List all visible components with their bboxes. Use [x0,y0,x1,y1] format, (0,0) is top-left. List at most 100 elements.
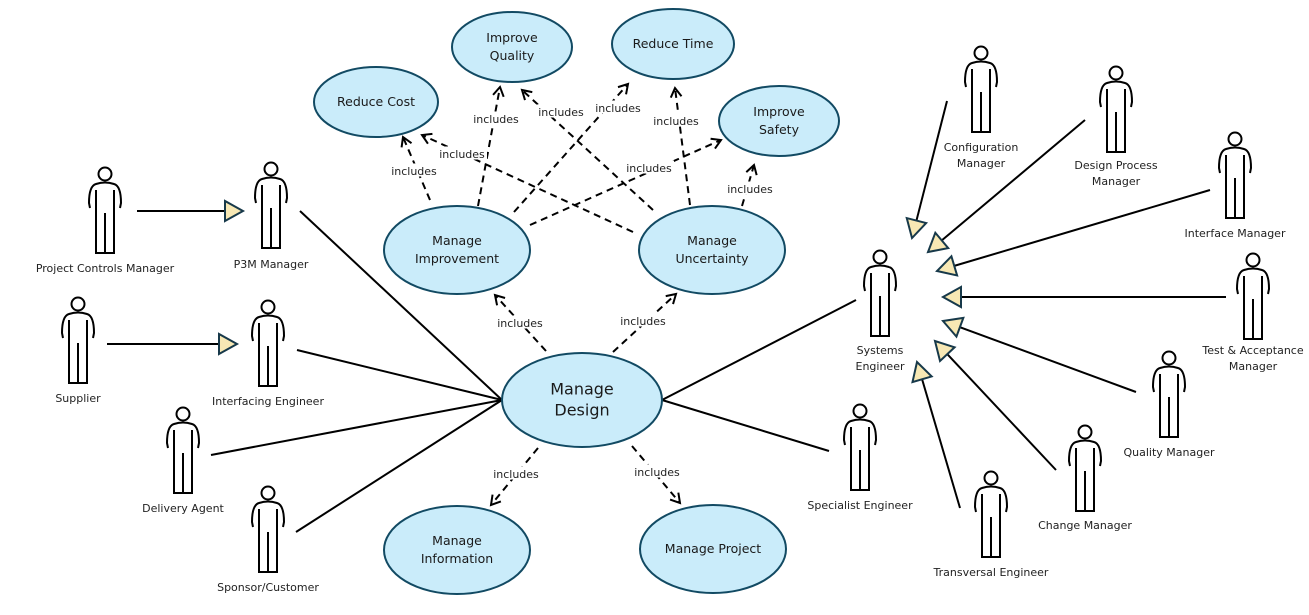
actor-label: Manager [1092,175,1141,188]
include-label-bg [536,104,586,118]
include-label-bg [491,466,541,480]
generalization-quality_manager-to-systems_engineer[interactable] [941,316,1137,393]
include-manage_design-to-manage_project[interactable]: includes [631,445,682,505]
include-label: includes [626,162,672,175]
include-manage_improvement-to-reduce_time[interactable]: includes [513,82,643,213]
use-case-ellipse [383,205,531,295]
generalization-interface_manager-to-systems_engineer[interactable] [935,189,1211,277]
use-case-ellipse [383,505,531,595]
include-manage_design-to-manage_information[interactable]: includes [489,447,541,507]
generalization-supplier-to-interfacing_engineer[interactable] [107,332,240,356]
generalization-change_manager-to-systems_engineer[interactable] [933,339,1057,471]
open-arrowhead-icon [420,132,433,145]
use-case-ellipse [611,8,735,80]
open-arrowhead-icon [669,492,682,505]
hollow-triangle-arrowhead-icon [905,216,929,240]
actor-label: Change Manager [1038,519,1132,532]
actor-change-manager[interactable]: Change Manager [1038,424,1132,533]
include-manage_uncertainty-to-reduce_cost[interactable]: includes [420,132,634,233]
generalization-line [959,326,1137,393]
actor-figure-icon [862,249,898,337]
include-label-bg [725,181,775,195]
actor-project-controls-manager[interactable]: Project Controls Manager [36,166,175,276]
association-specialist_engineer-manage_design[interactable] [661,399,830,452]
actor-delivery-agent[interactable]: Delivery Agent [142,406,225,516]
actor-figure-icon [1217,131,1253,219]
use-case-reduce-time[interactable]: Reduce Time [611,8,735,80]
actor-interface-manager[interactable]: Interface Manager [1185,131,1286,241]
use-case-ellipse [718,85,840,157]
use-case-label: Safety [759,122,800,137]
association-delivery_agent-manage_design[interactable] [210,399,503,456]
generalization-configuration_manager-to-systems_engineer[interactable] [905,100,948,240]
include-manage_uncertainty-to-improve_safety[interactable]: includes [725,163,775,207]
actor-figure-icon [1098,65,1134,153]
use-case-label: Information [421,551,493,566]
include-label: includes [634,466,680,479]
generalization-line [953,189,1211,267]
actor-quality-manager[interactable]: Quality Manager [1123,350,1215,460]
include-manage_design-to-manage_improvement[interactable]: includes [493,293,547,352]
hollow-triangle-arrowhead-icon [224,199,246,223]
use-case-label: Design [554,401,609,420]
actor-sponsor-customer[interactable]: Sponsor/Customer [217,485,319,595]
include-label: includes [493,468,539,481]
actor-label: Manager [957,157,1006,170]
use-case-ellipse [501,352,663,448]
actor-transversal-engineer[interactable]: Transversal Engineer [933,470,1049,580]
generalization-transversal_engineer-to-systems_engineer[interactable] [911,360,961,509]
generalization-line [915,100,948,221]
actor-label: Project Controls Manager [36,262,175,275]
generalization-design_process_manager-to-systems_engineer[interactable] [926,119,1086,254]
use-case-label: Quality [490,48,535,63]
include-manage_design-to-manage_uncertainty[interactable]: includes [612,292,678,353]
open-arrowhead-icon [665,292,678,305]
actor-supplier[interactable]: Supplier [55,296,101,406]
open-arrowhead-icon [617,82,630,95]
association-systems_engineer-manage_design[interactable] [661,299,857,401]
use-case-reduce-cost[interactable]: Reduce Cost [313,66,439,138]
include-label-bg [632,464,682,478]
include-label: includes [653,115,699,128]
generalization-project_controls_manager-to-p3m_manager[interactable] [137,199,246,223]
actor-specialist-engineer[interactable]: Specialist Engineer [807,403,913,513]
use-case-manage-project[interactable]: Manage Project [639,504,787,594]
open-arrowhead-icon [489,494,502,507]
include-label-bg [389,163,439,177]
use-case-label: Uncertainty [675,251,749,266]
association-p3m_manager-manage_design[interactable] [299,210,503,401]
include-label: includes [439,148,485,161]
hollow-triangle-arrowhead-icon [926,230,951,254]
use-case-label: Manage [432,533,482,548]
association-interfacing_engineer-manage_design[interactable] [296,349,503,401]
include-manage_improvement-to-reduce_cost[interactable]: includes [389,135,439,201]
hollow-triangle-arrowhead-icon [933,339,957,363]
actor-p3m-manager[interactable]: P3M Manager [234,161,309,272]
include-manage_uncertainty-to-improve_quality[interactable]: includes [520,88,654,211]
actor-label: Design Process [1074,159,1157,172]
include-dashed-line [529,139,722,226]
actor-interfacing-engineer[interactable]: Interfacing Engineer [212,299,324,409]
hollow-triangle-arrowhead-icon [218,332,240,356]
association-sponsor_customer-manage_design[interactable] [295,399,503,533]
include-manage_improvement-to-improve_quality[interactable]: includes [471,85,521,207]
include-manage_uncertainty-to-reduce_time[interactable]: includes [651,86,701,206]
open-arrowhead-icon [710,137,723,150]
include-label: includes [620,315,666,328]
include-manage_improvement-to-improve_safety[interactable]: includes [529,137,723,226]
generalization-test_acceptance_manager-to-systems_engineer[interactable] [940,285,1226,309]
use-case-label: Manage [550,380,614,399]
actor-label: Specialist Engineer [807,499,913,512]
use-case-label: Manage [432,233,482,248]
generalization-line [946,353,1057,471]
